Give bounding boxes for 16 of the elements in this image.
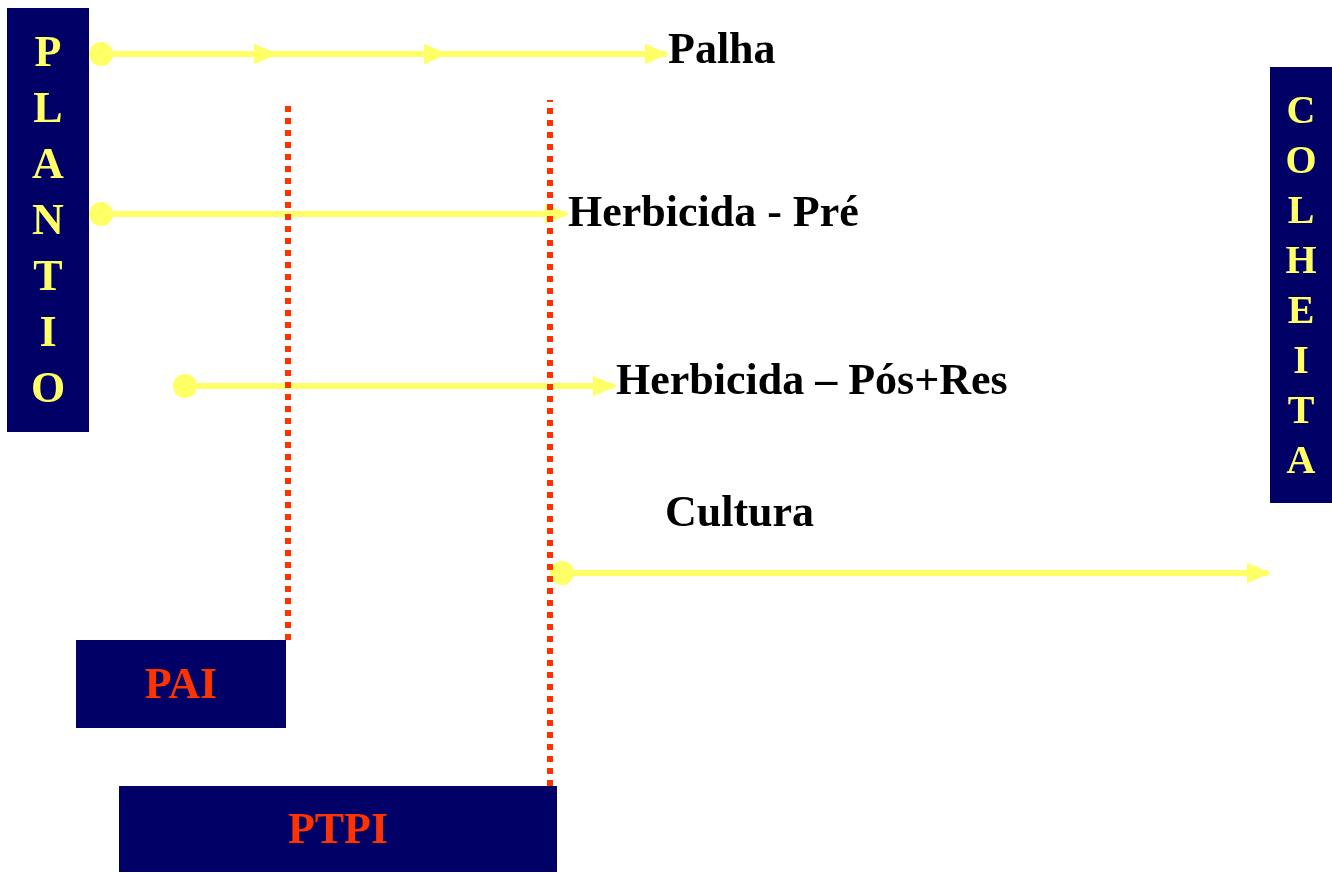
arrow-label: Herbicida – Pós+Res — [616, 355, 1008, 405]
arrow-label: Herbicida - Pré — [568, 187, 859, 237]
dotted-line — [547, 100, 553, 786]
arrow — [550, 561, 1271, 585]
period-box — [119, 786, 557, 872]
stage-label: COLHEITA — [1284, 86, 1318, 484]
period-box — [76, 640, 286, 728]
period-label: PTPI — [287, 807, 389, 851]
stage-label: PLANTIO — [29, 26, 67, 414]
arrow-label: Palha — [668, 24, 776, 74]
stage-box — [7, 8, 89, 432]
period-label: PAI — [144, 662, 218, 706]
stage-box — [1270, 67, 1332, 503]
arrow — [89, 202, 569, 226]
arrow — [173, 374, 617, 398]
arrow — [91, 42, 669, 66]
